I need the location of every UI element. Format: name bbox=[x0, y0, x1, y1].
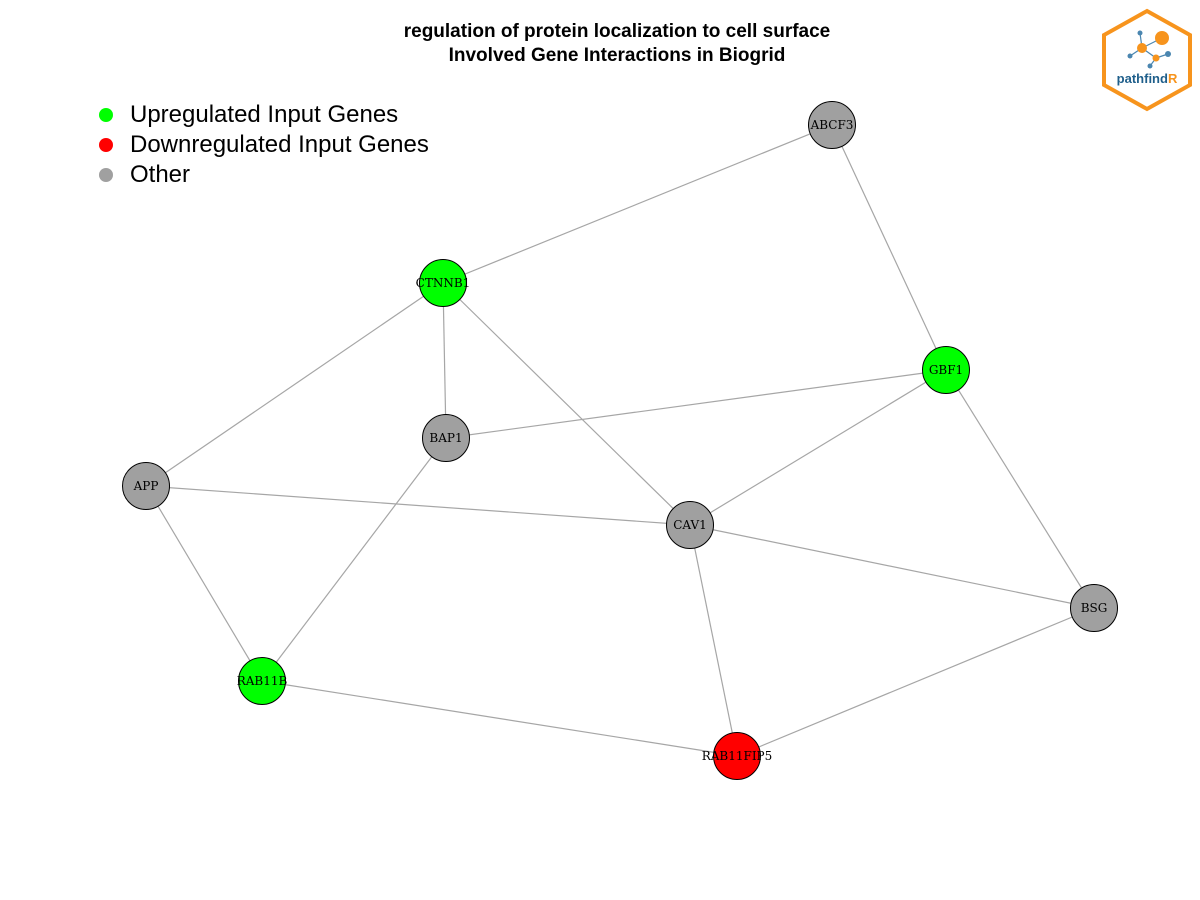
edge-bap1-rab11b bbox=[261, 437, 447, 682]
node-label: BSG bbox=[1081, 601, 1108, 615]
legend-label-other: Other bbox=[130, 161, 191, 188]
edge-abcf3-ctnnb1 bbox=[442, 124, 833, 284]
legend-label-up: Upregulated Input Genes bbox=[130, 101, 399, 128]
legend-label-down: Downregulated Input Genes bbox=[130, 131, 429, 158]
edge-abcf3-gbf1 bbox=[831, 124, 947, 371]
edge-gbf1-bap1 bbox=[445, 369, 947, 439]
title-line-2: Involved Gene Interactions in Biogrid bbox=[448, 45, 786, 66]
node-ctnnb1[interactable]: CTNNB1 bbox=[416, 259, 471, 307]
legend-item-up: Upregulated Input Genes bbox=[96, 100, 429, 130]
node-circle[interactable] bbox=[422, 414, 470, 462]
edge-ctnnb1-bap1 bbox=[442, 282, 447, 439]
node-label: GBF1 bbox=[929, 363, 963, 377]
svg-text:pathfindR: pathfindR bbox=[1117, 71, 1178, 86]
node-rab11fip5[interactable]: RAB11FIP5 bbox=[702, 732, 773, 780]
node-bap1[interactable]: BAP1 bbox=[422, 414, 470, 462]
edge-ctnnb1-app bbox=[145, 282, 444, 487]
legend-item-down: Downregulated Input Genes bbox=[96, 130, 429, 160]
legend-dot-up bbox=[99, 108, 113, 122]
node-label: APP bbox=[133, 479, 159, 493]
chart-title: regulation of protein localization to ce… bbox=[0, 20, 1200, 68]
node-label: RAB11B bbox=[237, 674, 288, 688]
legend: Upregulated Input Genes Downregulated In… bbox=[96, 100, 429, 190]
node-bsg[interactable]: BSG bbox=[1070, 584, 1118, 632]
node-circle[interactable] bbox=[419, 259, 467, 307]
node-circle[interactable] bbox=[122, 462, 170, 510]
node-gbf1[interactable]: GBF1 bbox=[922, 346, 970, 394]
edge-cav1-bsg bbox=[689, 524, 1095, 609]
edge-cav1-rab11fip5 bbox=[689, 524, 738, 757]
node-rab11b[interactable]: RAB11B bbox=[237, 657, 288, 705]
node-circle[interactable] bbox=[238, 657, 286, 705]
node-label: CTNNB1 bbox=[416, 276, 471, 290]
legend-item-other: Other bbox=[96, 160, 429, 190]
title-line-1: regulation of protein localization to ce… bbox=[403, 21, 831, 42]
logo-text-accent: R bbox=[1168, 71, 1178, 86]
edges-layer bbox=[145, 124, 1095, 757]
node-app[interactable]: APP bbox=[122, 462, 170, 510]
node-circle[interactable] bbox=[666, 501, 714, 549]
node-circle[interactable] bbox=[1070, 584, 1118, 632]
logo-text-main: pathfind bbox=[1117, 71, 1168, 86]
legend-dot-other bbox=[99, 168, 113, 182]
edge-rab11b-rab11fip5 bbox=[261, 680, 738, 757]
node-label: ABCF3 bbox=[810, 118, 854, 132]
node-abcf3[interactable]: ABCF3 bbox=[808, 101, 856, 149]
edge-bsg-rab11fip5 bbox=[736, 607, 1095, 757]
edge-app-cav1 bbox=[145, 485, 691, 526]
node-label: RAB11FIP5 bbox=[702, 749, 773, 763]
node-label: CAV1 bbox=[673, 518, 707, 532]
pathfindr-logo: pathfindR bbox=[1102, 8, 1192, 112]
node-circle[interactable] bbox=[808, 101, 856, 149]
edge-ctnnb1-cav1 bbox=[442, 282, 691, 526]
legend-dot-down bbox=[99, 138, 113, 152]
node-label: BAP1 bbox=[429, 431, 462, 445]
edge-app-rab11b bbox=[145, 485, 263, 682]
node-circle[interactable] bbox=[713, 732, 761, 780]
node-cav1[interactable]: CAV1 bbox=[666, 501, 714, 549]
node-circle[interactable] bbox=[922, 346, 970, 394]
edge-gbf1-cav1 bbox=[689, 369, 947, 526]
edge-gbf1-bsg bbox=[945, 369, 1095, 609]
